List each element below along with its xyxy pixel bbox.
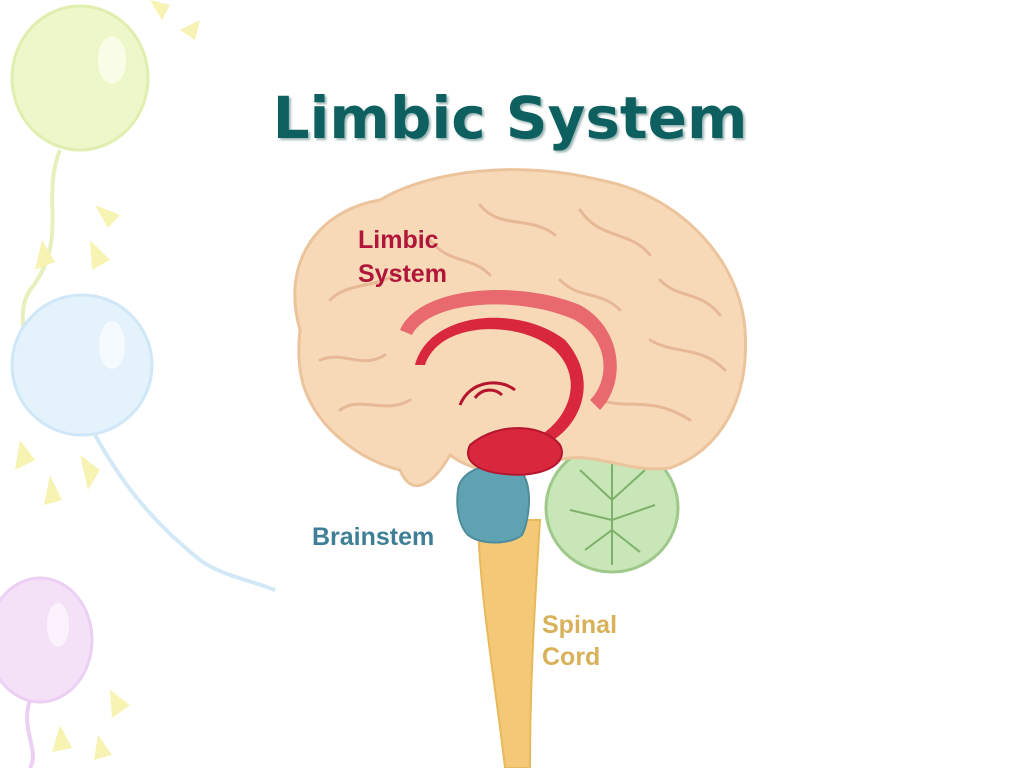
label-spinal-cord-line1: Spinal bbox=[542, 611, 617, 639]
label-brainstem: Brainstem bbox=[312, 523, 434, 551]
slide-title: Limbic System bbox=[272, 84, 748, 152]
brain-folds bbox=[318, 203, 727, 422]
balloon-purple bbox=[0, 576, 130, 768]
label-spinal-cord-line2: Cord bbox=[542, 643, 600, 671]
label-limbic-system-line1: Limbic bbox=[358, 226, 439, 254]
label-limbic-system-line2: System bbox=[358, 260, 447, 288]
balloons-decoration bbox=[0, 0, 276, 768]
balloon-blue bbox=[10, 293, 276, 592]
brainstem bbox=[456, 464, 530, 544]
limbic-structures bbox=[400, 290, 617, 476]
spinal-cord bbox=[476, 519, 542, 768]
